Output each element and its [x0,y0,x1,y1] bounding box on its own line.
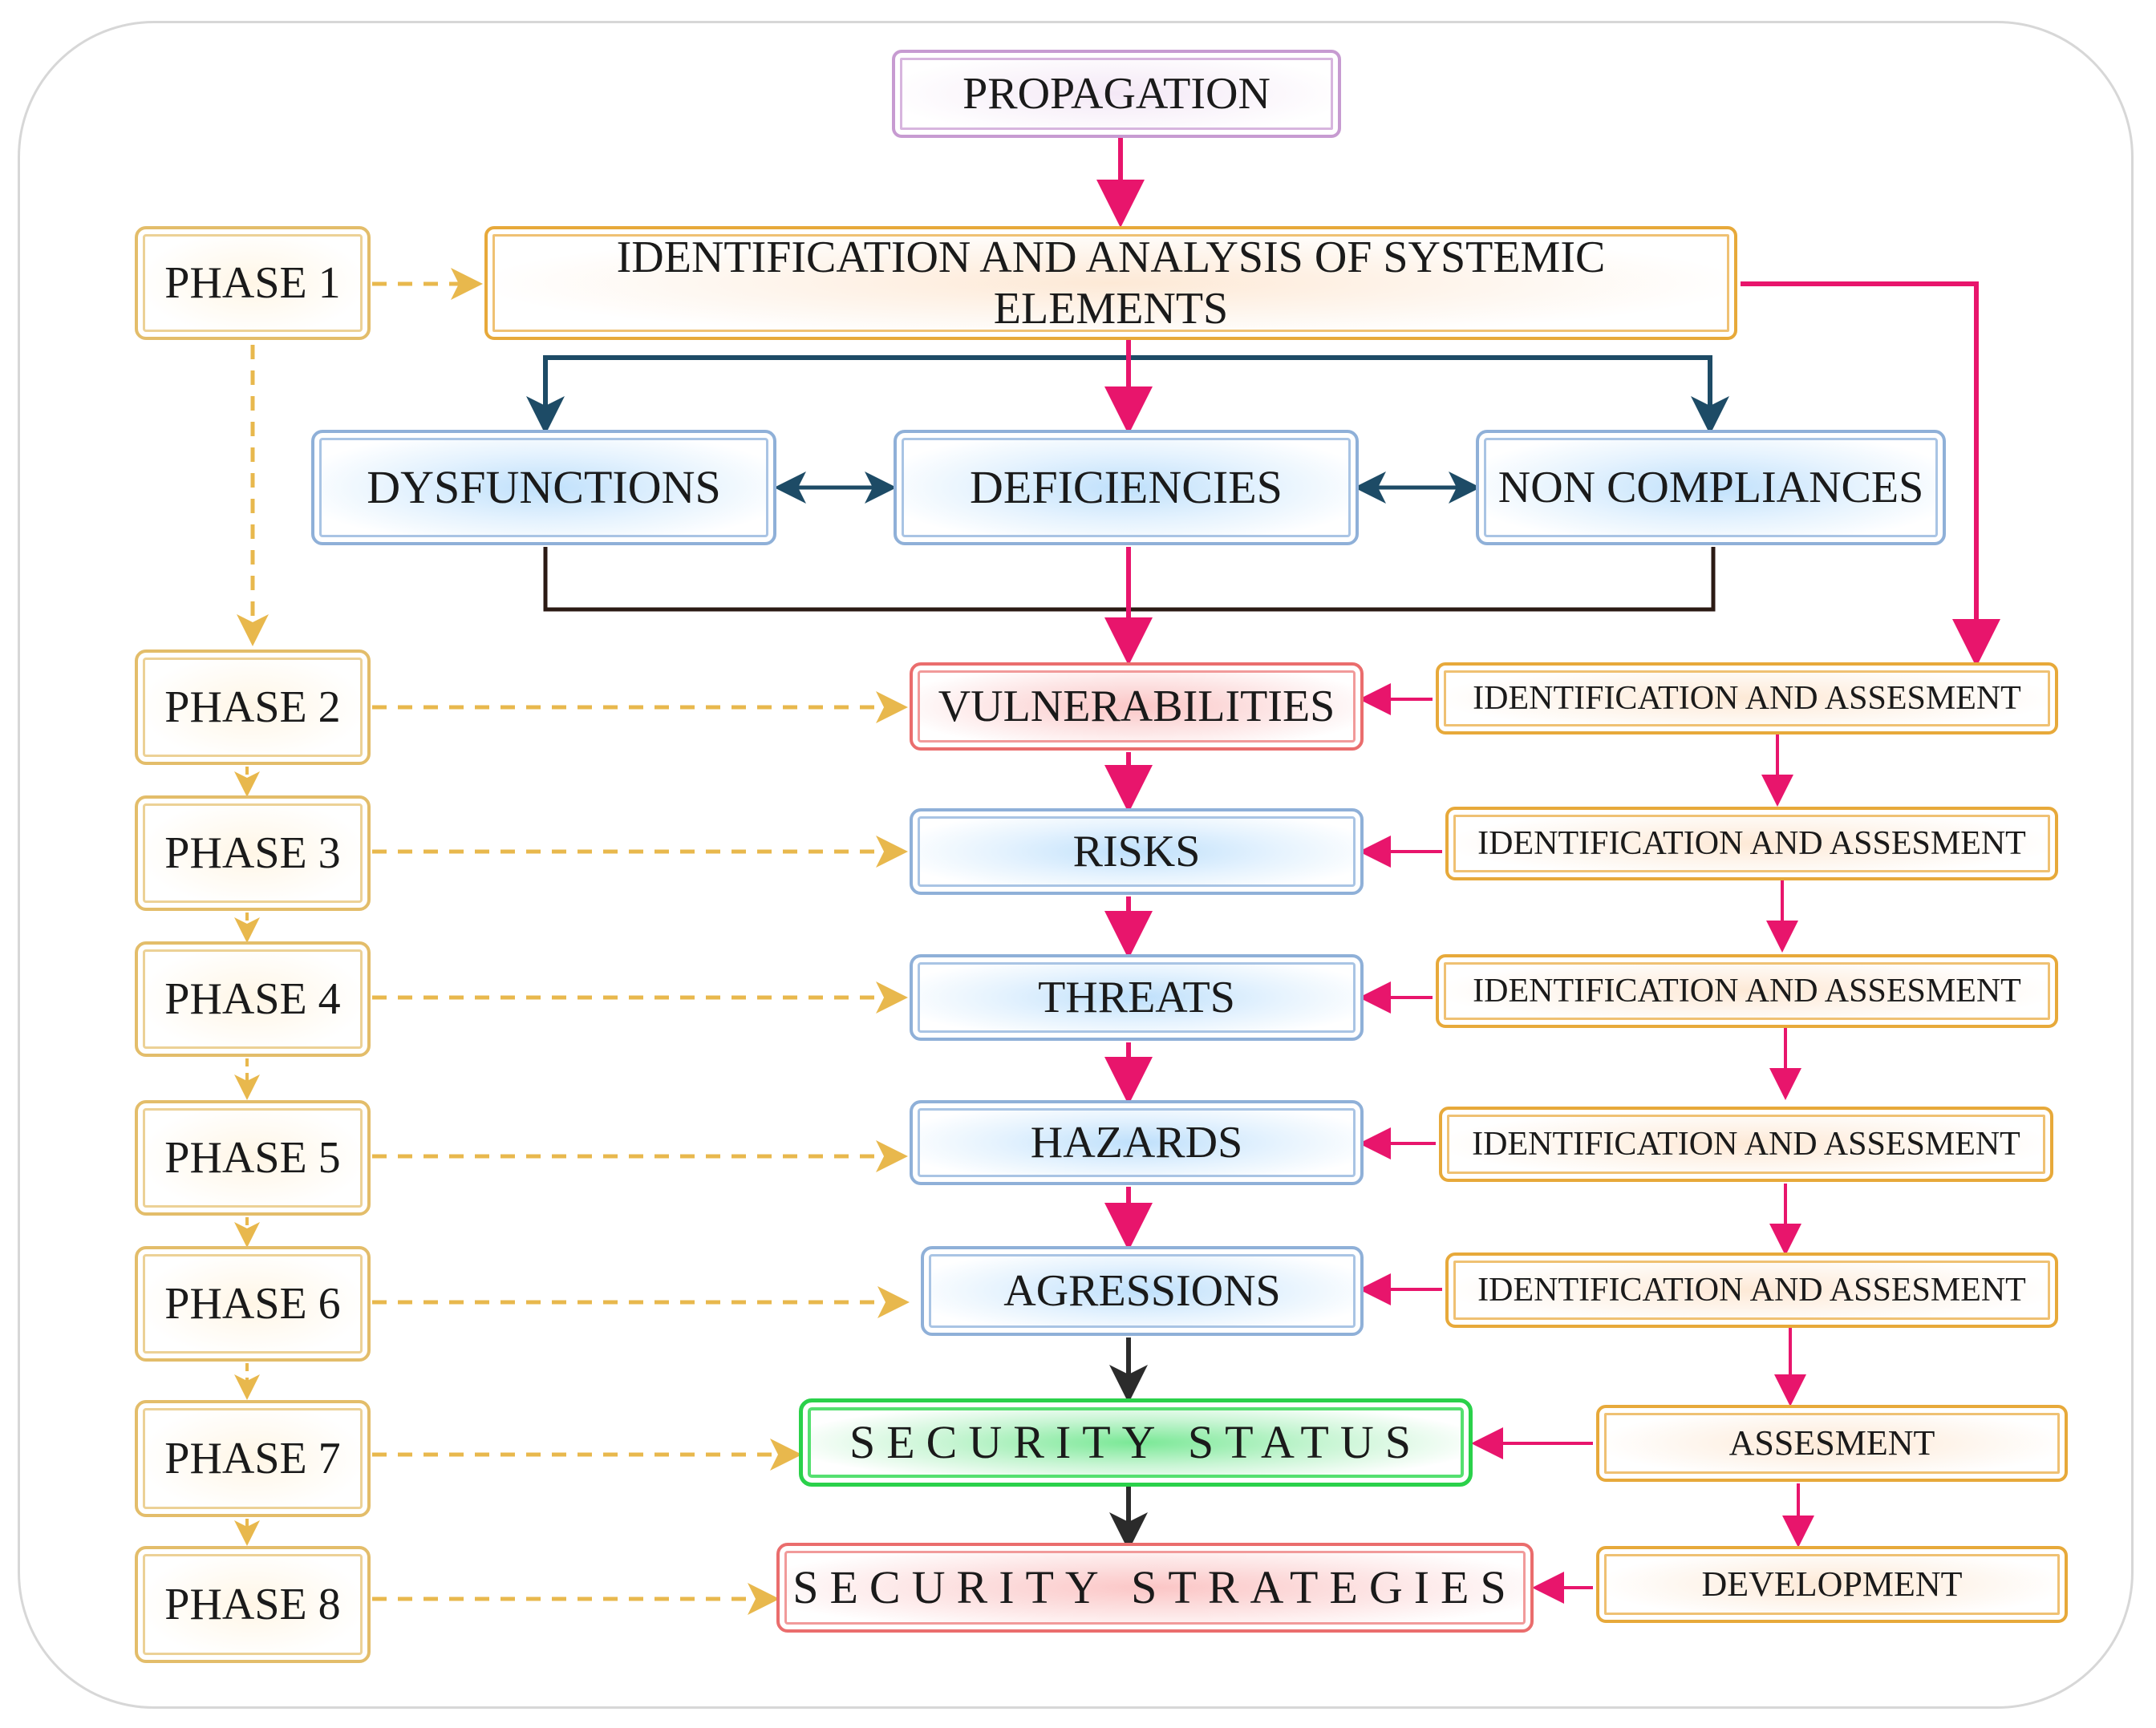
assessment-node-5: IDENTIFICATION AND ASSESMENT [1445,1252,2058,1328]
security-strategies-label: SECURITY STRATEGIES [792,1560,1518,1613]
non-compliances-label: NON COMPLIANCES [1497,462,1924,512]
hazards-node: HAZARDS [910,1100,1364,1185]
development-label: DEVELOPMENT [1701,1564,1963,1604]
phase-4-node: PHASE 4 [135,941,371,1057]
phase-6-node: PHASE 6 [135,1246,371,1362]
threats-node: THREATS [910,954,1364,1041]
deficiencies-node: DEFICIENCIES [894,430,1359,545]
vulnerabilities-label: VULNERABILITIES [938,681,1335,731]
arrow-systemic-to-right [1741,281,2000,667]
dysfunctions-label: DYSFUNCTIONS [367,460,721,513]
risks-label: RISKS [1072,826,1201,876]
assessment-node-2: IDENTIFICATION AND ASSESMENT [1445,807,2058,880]
systemic-elements-node: IDENTIFICATION AND ANALYSIS OF SYSTEMIC … [484,226,1737,340]
assessment-node-3: IDENTIFICATION AND ASSESMENT [1436,954,2058,1028]
phase-6-label: PHASE 6 [164,1278,341,1329]
phase-2-label: PHASE 2 [164,682,341,732]
threats-label: THREATS [1038,972,1235,1022]
vulnerabilities-node: VULNERABILITIES [910,662,1364,751]
non-compliances-node: NON COMPLIANCES [1476,430,1946,545]
hazards-label: HAZARDS [1030,1117,1243,1168]
assessment-label-6: ASSESMENT [1728,1422,1935,1463]
phase-5-node: PHASE 5 [135,1100,371,1216]
propagation-node: PROPAGATION [892,50,1341,138]
dysfunctions-node: DYSFUNCTIONS [311,430,776,545]
phase-4-label: PHASE 4 [164,973,341,1024]
assessment-label-5: IDENTIFICATION AND ASSESMENT [1477,1271,2026,1309]
security-status-node: SECURITY STATUS [799,1398,1473,1487]
phase-8-node: PHASE 8 [135,1546,371,1663]
phase-5-label: PHASE 5 [164,1132,341,1183]
assessment-label-4: IDENTIFICATION AND ASSESMENT [1472,1125,2020,1163]
agressions-label: AGRESSIONS [1003,1265,1281,1316]
assessment-label-1: IDENTIFICATION AND ASSESMENT [1473,679,2021,717]
assessment-label-2: IDENTIFICATION AND ASSESMENT [1477,824,2026,862]
systemic-label-line-1: IDENTIFICATION AND ANALYSIS OF SYSTEMIC [616,232,1606,282]
assessment-node-6: ASSESMENT [1596,1405,2068,1482]
phase-7-node: PHASE 7 [135,1400,371,1517]
security-strategies-node: SECURITY STRATEGIES [776,1543,1534,1633]
risks-node: RISKS [910,808,1364,895]
assessment-node-1: IDENTIFICATION AND ASSESMENT [1436,662,2058,735]
phase-3-label: PHASE 3 [164,828,341,878]
phase-7-label: PHASE 7 [164,1433,341,1483]
assessment-node-4: IDENTIFICATION AND ASSESMENT [1439,1107,2053,1182]
assessment-label-3: IDENTIFICATION AND ASSESMENT [1473,972,2021,1010]
systemic-label-line-2: ELEMENTS [993,284,1229,334]
development-node: DEVELOPMENT [1596,1546,2068,1623]
phase-2-node: PHASE 2 [135,650,371,765]
security-status-label: SECURITY STATUS [849,1415,1422,1468]
propagation-label: PROPAGATION [962,68,1270,119]
phase-1-node: PHASE 1 [135,226,371,340]
deficiencies-label: DEFICIENCIES [970,460,1283,513]
agressions-node: AGRESSIONS [921,1246,1364,1336]
phase-3-node: PHASE 3 [135,795,371,911]
phase-1-label: PHASE 1 [164,257,341,308]
phase-8-label: PHASE 8 [164,1579,341,1629]
